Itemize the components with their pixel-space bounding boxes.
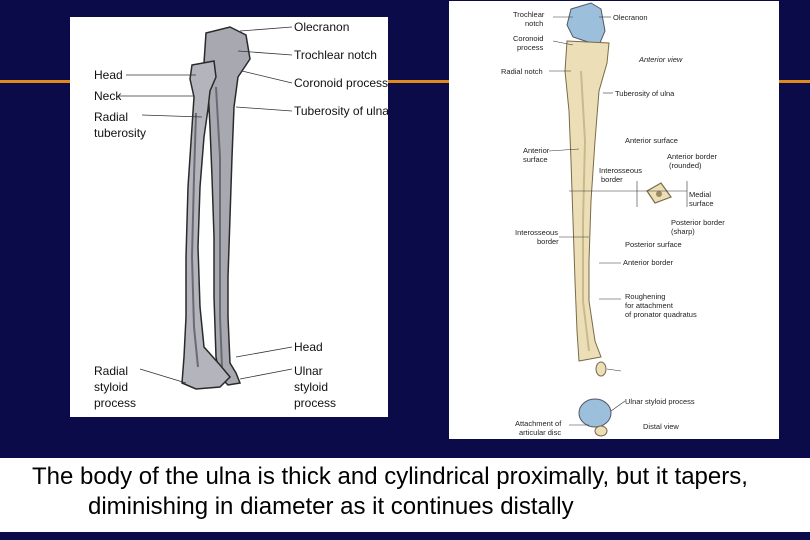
distal-articular-surface xyxy=(578,398,612,428)
r-label-medial-2: surface xyxy=(689,199,714,208)
r-label-roughening-3: of pronator quadratus xyxy=(625,310,697,319)
label-head: Head xyxy=(94,68,123,82)
r-label-distal-view: Distal view xyxy=(643,422,679,431)
r-label-anterior-surface-2: surface xyxy=(523,155,548,164)
shaft-shading xyxy=(580,70,590,352)
ulna-anterior-drawing: Trochlear notch Olecranon Coronoid proce… xyxy=(501,2,725,437)
label-ulnar-styloid-3: process xyxy=(294,396,336,410)
radius-ulna-figure: Olecranon Trochlear notch Coronoid proce… xyxy=(70,17,388,417)
r-label-anterior-border-low: Anterior border xyxy=(623,258,674,267)
label-head-distal: Head xyxy=(294,340,323,354)
r-label-attachment-1: Attachment of xyxy=(515,419,562,428)
r-label-attachment-2: articular disc xyxy=(519,428,561,437)
r-label-anterior-border-2: (rounded) xyxy=(669,161,702,170)
label-trochlear-notch: Trochlear notch xyxy=(294,48,377,62)
label-olecranon: Olecranon xyxy=(294,20,349,34)
r-label-roughening-1: Roughening xyxy=(625,292,665,301)
r-label-anterior-surface-top: Anterior surface xyxy=(625,136,678,145)
r-label-anterior-border-1: Anterior border xyxy=(667,152,718,161)
r-label-coronoid-1: Coronoid xyxy=(513,34,543,43)
label-radial-styloid-2: styloid xyxy=(94,380,128,394)
r-label-interosseous-1: Interosseous xyxy=(599,166,642,175)
label-neck: Neck xyxy=(94,89,122,103)
ulna-shaft xyxy=(564,40,610,362)
bottom-bar xyxy=(0,532,810,540)
label-coronoid-process: Coronoid process xyxy=(294,76,388,90)
label-radial-tuberosity-1: Radial xyxy=(94,110,128,124)
r-label-olecranon: Olecranon xyxy=(613,13,648,22)
radius-ulna-drawing: Olecranon Trochlear notch Coronoid proce… xyxy=(94,20,388,410)
label-radial-tuberosity-2: tuberosity xyxy=(94,126,146,140)
r-label-coronoid-2: process xyxy=(517,43,544,52)
label-radial-styloid-3: process xyxy=(94,396,136,410)
label-ulnar-styloid-2: styloid xyxy=(294,380,328,394)
right-leader-lines xyxy=(548,16,688,426)
r-label-interosseous-b-1: Interosseous xyxy=(515,228,558,237)
radius-shading xyxy=(190,112,199,368)
r-label-radial-notch: Radial notch xyxy=(501,67,543,76)
r-label-interosseous-b-2: border xyxy=(537,237,559,246)
distal-styloid xyxy=(594,425,608,437)
accent-line xyxy=(0,80,810,83)
r-label-tuberosity: Tuberosity of ulna xyxy=(615,89,675,98)
r-label-roughening-2: for attachment xyxy=(625,301,674,310)
r-label-medial-1: Medial xyxy=(689,190,711,199)
r-label-ulnar-styloid: Ulnar styloid process xyxy=(625,397,695,406)
label-tuberosity-of-ulna: Tuberosity of ulna xyxy=(294,104,388,118)
ulna-anterior-figure: Trochlear notch Olecranon Coronoid proce… xyxy=(449,1,779,439)
r-label-posterior-border-2: (sharp) xyxy=(671,227,695,236)
r-label-anterior-surface-1: Anterior xyxy=(523,146,550,155)
label-ulnar-styloid-1: Ulnar xyxy=(294,364,323,378)
ulna-shading xyxy=(215,86,223,368)
ulnar-styloid-tip xyxy=(595,361,607,377)
cross-section-marrow xyxy=(656,191,662,197)
left-leader-lines xyxy=(118,26,293,384)
olecranon-cartilage xyxy=(566,2,606,46)
r-label-trochlear-notch-2: notch xyxy=(525,19,543,28)
r-label-anterior-view: Anterior view xyxy=(638,55,683,64)
r-label-posterior-surface: Posterior surface xyxy=(625,240,682,249)
slide-caption: The body of the ulna is thick and cylind… xyxy=(32,463,748,520)
r-label-interosseous-2: border xyxy=(601,175,623,184)
r-label-trochlear-notch-1: Trochlear xyxy=(513,10,545,19)
r-label-posterior-border-1: Posterior border xyxy=(671,218,725,227)
label-radial-styloid-1: Radial xyxy=(94,364,128,378)
caption-area: The body of the ulna is thick and cylind… xyxy=(0,458,810,540)
